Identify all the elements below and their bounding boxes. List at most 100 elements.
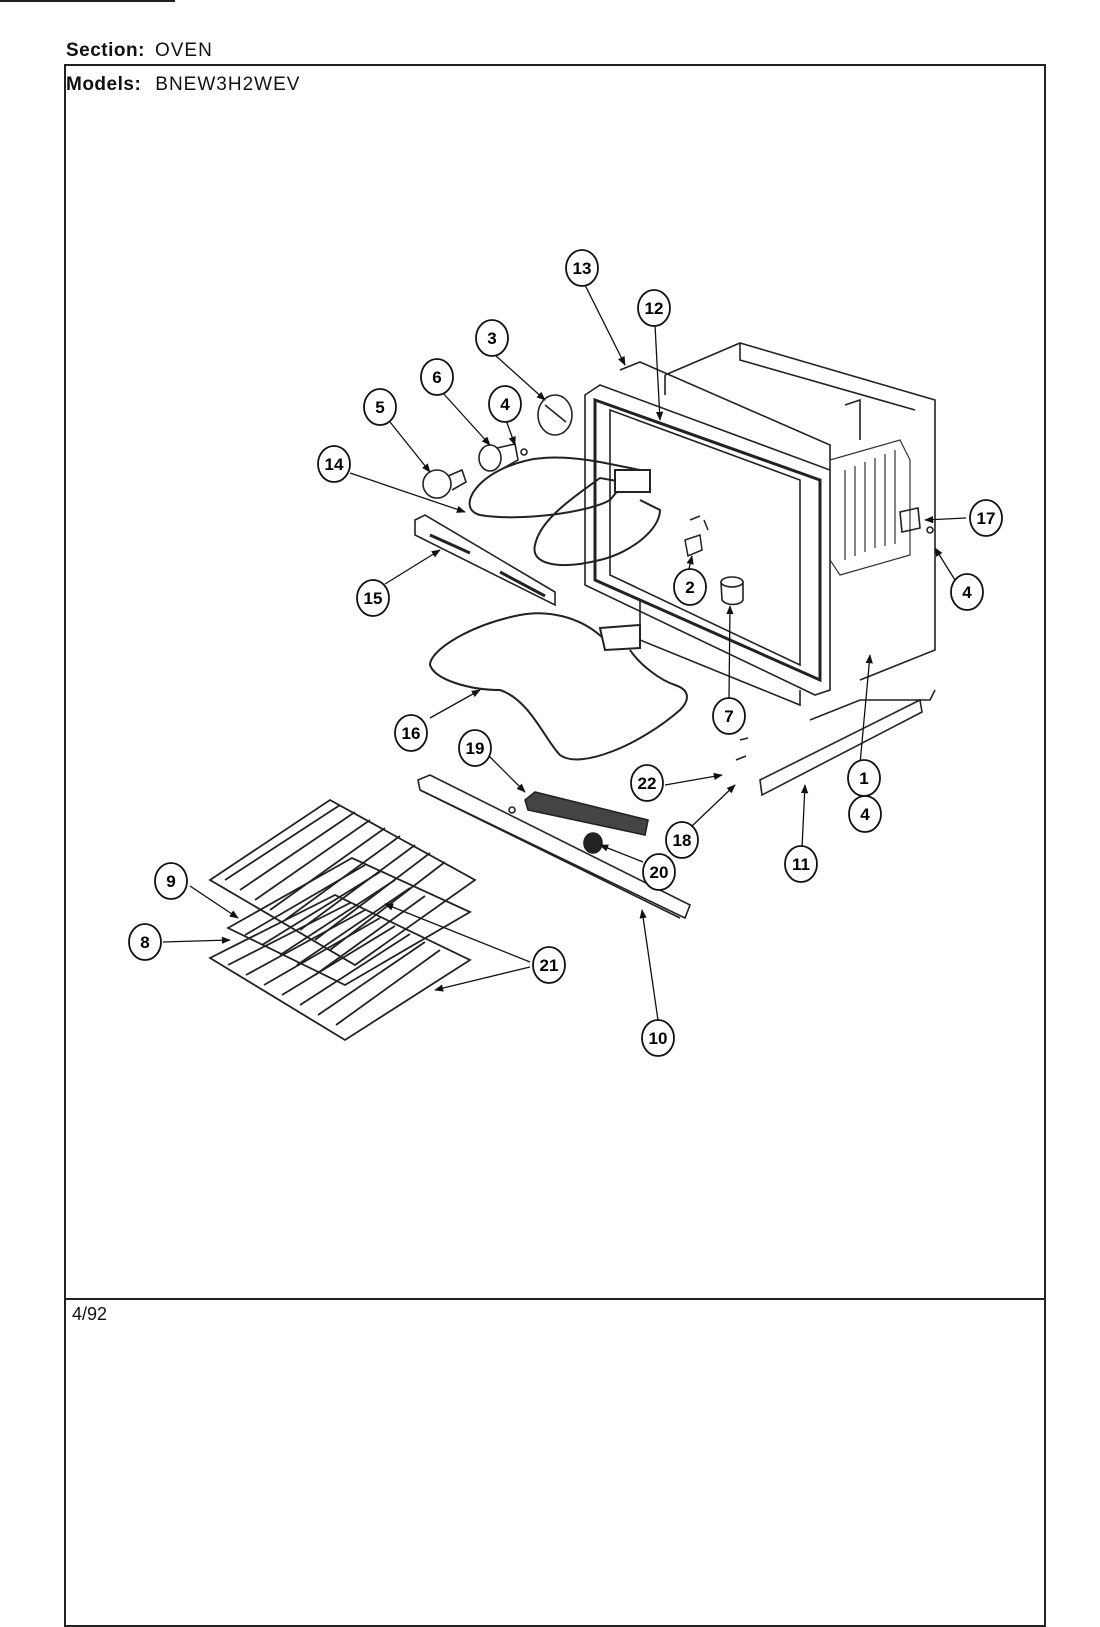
callout-8: 8: [128, 923, 162, 961]
leader-18: [691, 784, 736, 827]
insulation-pack: [829, 439, 911, 576]
callout-6: 6: [420, 358, 454, 396]
side-rail-part: [735, 698, 923, 797]
callout-number: 5: [375, 398, 384, 417]
callout-number: 1: [859, 769, 868, 788]
callout-number: 7: [724, 707, 733, 726]
callout-12: 12: [637, 289, 671, 327]
leader-15: [384, 549, 441, 585]
callout-leaders: [162, 284, 967, 1021]
leader-13: [584, 284, 626, 366]
models-value: BNEW3H2WEV: [155, 74, 301, 95]
leader-11: [800, 784, 809, 849]
leader-17: [924, 515, 967, 524]
bracket-part: [684, 515, 709, 558]
callout-7: 7: [712, 697, 746, 735]
leader-21b: [434, 966, 531, 992]
leader-16: [429, 689, 481, 719]
front-rail-part: [417, 774, 692, 920]
control-bracket-part: [508, 791, 649, 836]
callout-2: 2: [673, 568, 707, 606]
leader-21a: [384, 903, 531, 963]
callout-9: 9: [154, 862, 188, 900]
callout-4: 4: [488, 385, 522, 423]
door-switch-part: [899, 507, 934, 534]
callout-number: 6: [432, 368, 441, 387]
light-lens-part: [537, 394, 573, 436]
leader-8: [162, 936, 231, 944]
top-edge-rule: [0, 0, 175, 2]
footer-rule: [64, 1298, 1046, 1300]
leader-1: [859, 654, 873, 765]
callout-1: 1: [847, 759, 881, 797]
models-label: Models:: [66, 74, 142, 95]
section-value: OVEN: [154, 40, 213, 61]
callout-number: 15: [364, 589, 383, 608]
leader-12: [654, 324, 664, 421]
callout-4: 4: [950, 573, 984, 611]
light-bulb-part: [422, 468, 467, 499]
knob-part: [583, 832, 603, 854]
leader-4b: [934, 547, 956, 581]
leader-5: [389, 421, 431, 473]
callout-number: 19: [466, 739, 485, 758]
callout-number: 18: [673, 831, 692, 850]
callout-14: 14: [317, 445, 351, 483]
callout-number: 22: [638, 774, 657, 793]
oven-cavity-body: [664, 342, 936, 721]
callout-number: 4: [962, 583, 972, 602]
leader-14: [349, 472, 466, 513]
oven-front-frame: [584, 361, 831, 707]
callout-13: 13: [565, 249, 599, 287]
callout-number: 13: [573, 259, 592, 278]
section-heading: Section: OVEN: [66, 40, 213, 62]
leader-9: [189, 885, 239, 919]
bake-element-part: [428, 612, 688, 761]
callout-number: 12: [645, 299, 664, 318]
callout-5: 5: [363, 388, 397, 426]
leader-7: [726, 605, 734, 699]
callout-20: 20: [642, 853, 676, 891]
callout-4: 4: [848, 795, 882, 833]
callout-18: 18: [665, 821, 699, 859]
callout-number: 2: [685, 578, 694, 597]
callout-10: 10: [641, 1019, 675, 1057]
light-socket-part: [478, 443, 528, 472]
leader-22: [664, 772, 723, 786]
callout-number: 14: [325, 455, 344, 474]
callout-17: 17: [969, 499, 1003, 537]
leader-20: [599, 844, 644, 863]
callout-number: 21: [540, 956, 559, 975]
callout-number: 17: [977, 509, 996, 528]
leader-10: [639, 909, 659, 1021]
callout-number: 20: [650, 863, 669, 882]
callout-19: 19: [458, 729, 492, 767]
oven-rack-middle: [226, 856, 472, 987]
models-heading: Models: BNEW3H2WEV: [66, 74, 300, 96]
leader-6: [441, 391, 491, 446]
oven-rack-lower: [208, 893, 472, 1042]
leader-3: [494, 354, 546, 401]
callout-number: 4: [500, 395, 510, 414]
callout-number: 4: [860, 805, 870, 824]
section-label: Section:: [66, 40, 145, 61]
callout-11: 11: [784, 845, 818, 883]
sensor-cup-part: [720, 576, 744, 606]
callout-21: 21: [532, 946, 566, 984]
revision-date: 4/92: [72, 1304, 108, 1324]
element-shield-part: [414, 514, 556, 607]
leader-19: [487, 754, 526, 793]
callout-number: 10: [649, 1029, 668, 1048]
callout-3: 3: [475, 319, 509, 357]
leader-4a: [505, 419, 516, 446]
callout-number: 3: [487, 329, 496, 348]
callout-number: 8: [140, 933, 149, 952]
callout-number: 11: [792, 855, 810, 874]
callout-16: 16: [394, 714, 428, 752]
broil-element-part: [468, 456, 662, 566]
callout-number: 9: [166, 872, 175, 891]
callout-15: 15: [356, 579, 390, 617]
callout-22: 22: [630, 764, 664, 802]
